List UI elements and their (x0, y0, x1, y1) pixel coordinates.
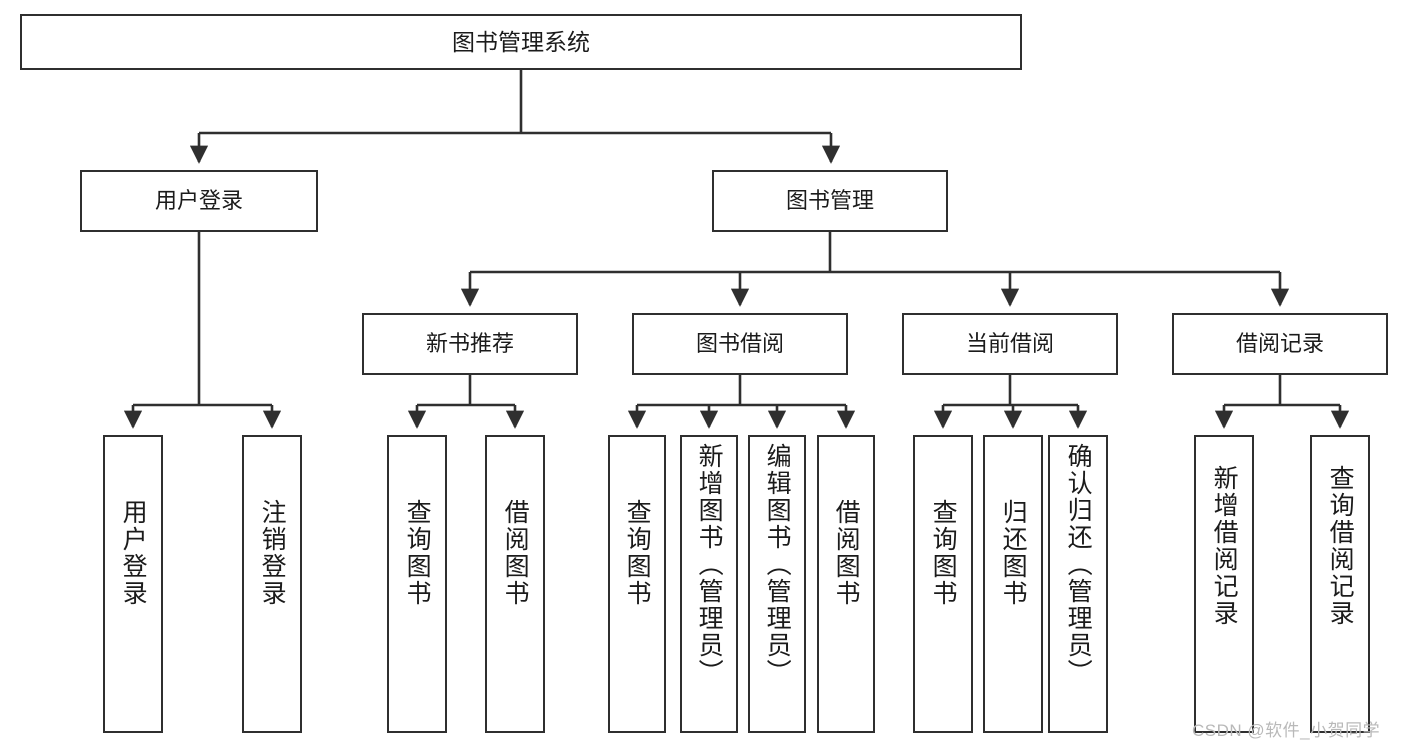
node-leaf-query-book-borrow-label: 查询图书 (623, 499, 652, 607)
node-leaf-borrow-book-borrow[interactable]: 借阅图书 (817, 435, 875, 733)
node-leaf-query-book-current[interactable]: 查询图书 (913, 435, 973, 733)
node-book-borrow[interactable]: 图书借阅 (632, 313, 848, 375)
node-new-book-recommend[interactable]: 新书推荐 (362, 313, 578, 375)
node-leaf-logout[interactable]: 注销登录 (242, 435, 302, 733)
node-leaf-logout-label: 注销登录 (258, 499, 287, 607)
node-leaf-edit-book-admin-label: 编辑图书（管理员） (763, 443, 792, 686)
node-leaf-edit-book-admin[interactable]: 编辑图书（管理员） (748, 435, 806, 733)
node-user-login-label: 用户登录 (154, 188, 243, 214)
node-leaf-query-borrow-record[interactable]: 查询借阅记录 (1310, 435, 1370, 733)
node-leaf-query-book-recommend[interactable]: 查询图书 (387, 435, 447, 733)
node-leaf-return-book-label: 归还图书 (999, 499, 1028, 607)
node-root-system[interactable]: 图书管理系统 (20, 14, 1022, 70)
node-current-borrow-label: 当前借阅 (965, 331, 1054, 357)
node-book-manage[interactable]: 图书管理 (712, 170, 948, 232)
node-leaf-query-borrow-record-label: 查询借阅记录 (1326, 465, 1355, 627)
node-leaf-return-book[interactable]: 归还图书 (983, 435, 1043, 733)
node-root-system-label: 图书管理系统 (452, 28, 590, 55)
node-current-borrow[interactable]: 当前借阅 (902, 313, 1118, 375)
node-book-manage-label: 图书管理 (785, 188, 874, 214)
node-leaf-confirm-return-admin-label: 确认归还（管理员） (1064, 443, 1093, 686)
node-leaf-add-book-admin[interactable]: 新增图书（管理员） (680, 435, 738, 733)
node-leaf-add-book-admin-label: 新增图书（管理员） (695, 443, 724, 686)
node-borrow-record-label: 借阅记录 (1235, 331, 1324, 357)
node-leaf-borrow-book-borrow-label: 借阅图书 (832, 499, 861, 607)
node-leaf-user-login[interactable]: 用户登录 (103, 435, 163, 733)
node-book-borrow-label: 图书借阅 (695, 331, 784, 357)
node-leaf-query-book-borrow[interactable]: 查询图书 (608, 435, 666, 733)
node-leaf-add-borrow-record-label: 新增借阅记录 (1210, 465, 1239, 627)
node-user-login[interactable]: 用户登录 (80, 170, 318, 232)
node-leaf-query-book-recommend-label: 查询图书 (403, 499, 432, 607)
node-leaf-confirm-return-admin[interactable]: 确认归还（管理员） (1048, 435, 1108, 733)
csdn-watermark: CSDN @软件_小贺同学 (1192, 721, 1381, 740)
node-leaf-borrow-book-recommend-label: 借阅图书 (501, 499, 530, 607)
node-borrow-record[interactable]: 借阅记录 (1172, 313, 1388, 375)
node-leaf-user-login-label: 用户登录 (119, 499, 148, 607)
node-leaf-add-borrow-record[interactable]: 新增借阅记录 (1194, 435, 1254, 733)
node-new-book-recommend-label: 新书推荐 (425, 331, 514, 357)
node-leaf-query-book-current-label: 查询图书 (929, 499, 958, 607)
node-leaf-borrow-book-recommend[interactable]: 借阅图书 (485, 435, 545, 733)
